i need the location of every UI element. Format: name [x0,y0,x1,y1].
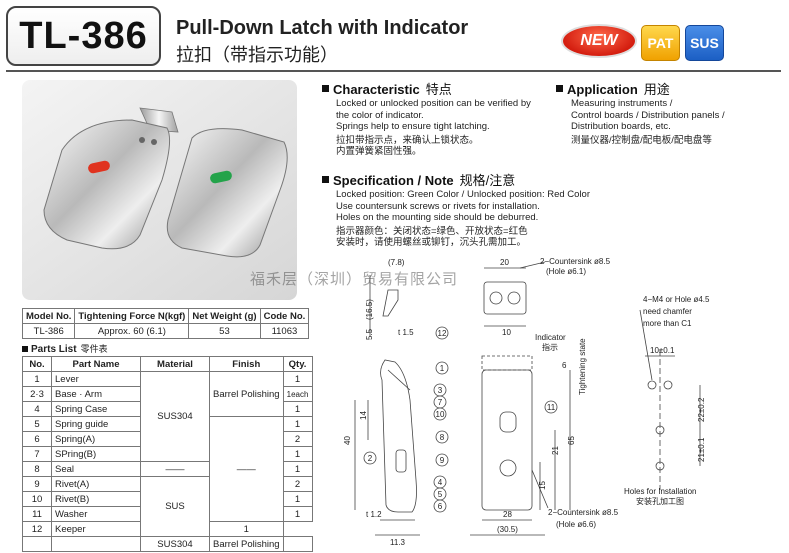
svg-text:15: 15 [538,481,547,490]
watermark: 福禾层（深圳）贸易有限公司 [250,271,459,288]
svg-text:(30.5): (30.5) [497,525,518,534]
bullet-square-icon [322,176,329,184]
svg-text:t 1.2: t 1.2 [366,510,382,519]
svg-text:10±0.1: 10±0.1 [650,346,675,355]
material-cell: SUS304 [140,536,210,552]
table-row: 1 Lever SUS304 Barrel Polishing 1 [22,371,313,462]
svg-text:2−Countersink ø8.5: 2−Countersink ø8.5 [548,508,619,517]
table-row: TL-386 Approx. 60 (6.1) 53 11063 [21,323,310,339]
spec-table: Model No. Tightening Force N(kgf) Net We… [21,308,310,339]
svg-text:10: 10 [436,410,445,419]
svg-text:22±0.2: 22±0.2 [697,397,706,422]
svg-text:(7.8): (7.8) [388,258,405,267]
svg-text:more than C1: more than C1 [643,319,692,328]
svg-text:10: 10 [502,328,511,337]
svg-text:安装孔加工图: 安装孔加工图 [636,496,684,506]
application-text: Measuring instruments / Control boards /… [571,98,725,146]
specification-text: Locked position: Green Color / Unlocked … [336,189,590,248]
svg-text:65: 65 [567,436,576,445]
characteristic-text: Locked or unlocked position can be verif… [336,98,531,157]
svg-text:Tightening state: Tightening state [578,338,587,395]
svg-text:20: 20 [500,258,509,267]
svg-text:4−M4 or Hole ø4.5: 4−M4 or Hole ø4.5 [643,295,710,304]
bullet-square-icon [22,346,28,352]
svg-text:(Hole ø6.6): (Hole ø6.6) [556,520,596,529]
new-badge: NEW [563,26,635,56]
svg-text:14: 14 [359,411,368,420]
table-row: 11 Washer 1 [22,506,313,522]
material-cell: SUS304 [140,371,210,462]
svg-text:8: 8 [440,433,445,442]
svg-text:(Hole ø6.1): (Hole ø6.1) [546,267,586,276]
table-row: 4 Spring Case 1 [22,401,313,417]
svg-text:Holes for Installation: Holes for Installation [624,487,696,496]
svg-text:9: 9 [440,456,445,465]
svg-text:7: 7 [438,398,443,407]
pat-badge: PAT [641,25,680,61]
svg-text:11.3: 11.3 [390,538,406,547]
bullet-square-icon [322,85,329,93]
svg-text:Indicator: Indicator [535,333,566,342]
table-row: 12 Keeper 1 [22,521,313,537]
header-divider [6,70,781,72]
svg-text:11: 11 [547,403,556,412]
svg-text:t 1.5: t 1.5 [398,328,414,337]
table-row: 5 Spring guide —— 1 [22,416,313,522]
product-title-cn: 拉扣（带指示功能） [176,45,338,65]
svg-text:1: 1 [440,364,445,373]
svg-text:指示: 指示 [542,342,558,352]
svg-text:2−Countersink ø8.5: 2−Countersink ø8.5 [540,257,611,266]
svg-text:6: 6 [562,361,567,370]
svg-text:28: 28 [503,510,512,519]
parts-table: No. Part Name Material Finish Qty. 1 Lev… [22,356,313,552]
finish-cell: Barrel Polishing [209,536,284,552]
svg-text:5: 5 [438,490,443,499]
svg-text:3: 3 [438,386,443,395]
svg-text:21±0.1: 21±0.1 [697,437,706,462]
svg-text:6: 6 [438,502,443,511]
svg-text:4: 4 [438,478,443,487]
table-row: 10 Rivet(B) 1 [22,491,313,507]
sus-badge: SUS [685,25,724,61]
svg-text:(16.5): (16.5) [365,299,374,320]
svg-text:5.5: 5.5 [365,328,374,340]
callout-12: 12 [438,329,447,338]
col-model: Model No. [21,308,76,324]
table-row: 8 Seal —— 1 [22,461,313,477]
col-code: Code No. [259,308,310,324]
svg-text:need chamfer: need chamfer [643,307,692,316]
bullet-square-icon [556,85,563,93]
svg-text:21: 21 [551,446,560,455]
product-photo [22,80,297,300]
svg-text:40: 40 [343,436,352,445]
col-weight: Net Weight (g) [188,308,261,324]
model-number: TL-386 [6,6,161,66]
svg-text:2: 2 [368,454,373,463]
product-title: Pull-Down Latch with Indicator [176,17,469,39]
table-row: SUS304 Barrel Polishing [22,536,313,552]
